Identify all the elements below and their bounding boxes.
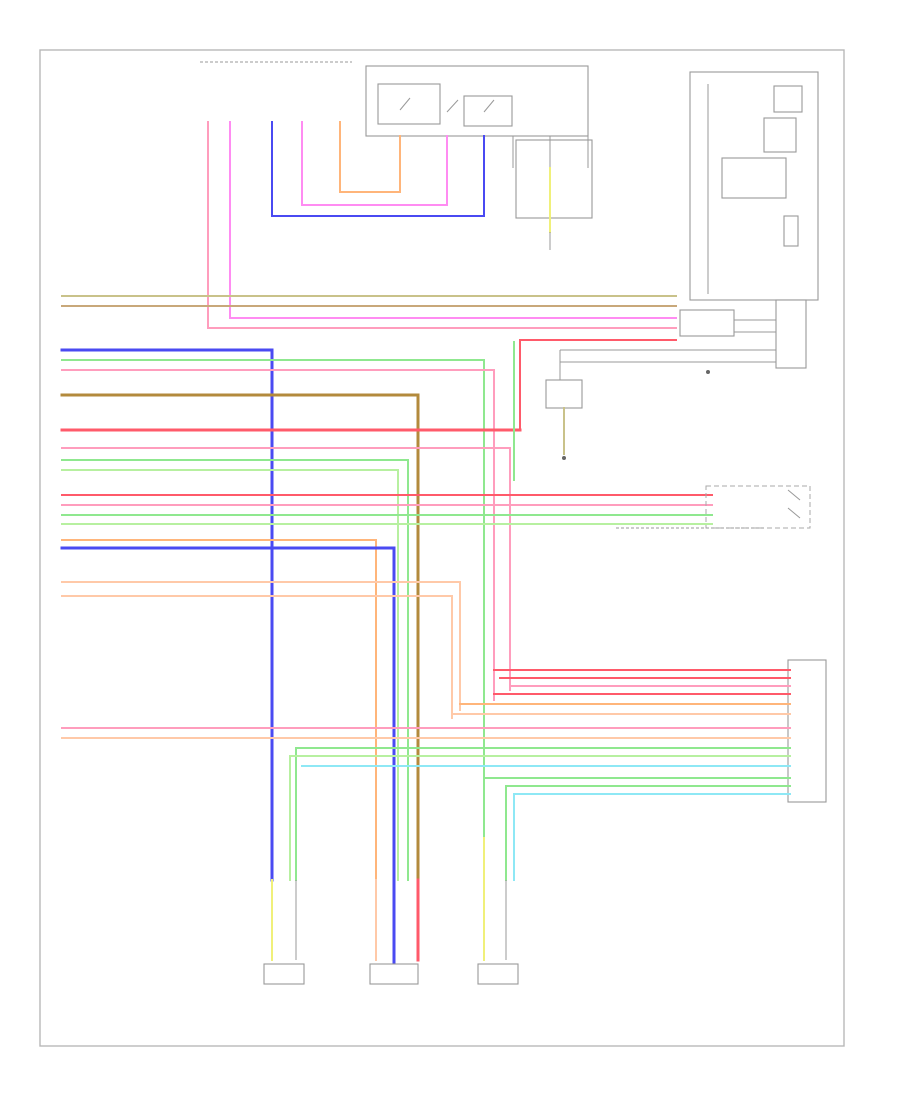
- diagram-frame: [39, 49, 845, 1047]
- ecm-wire-lightgreen-1: [289, 755, 791, 881]
- switch-blade-1: [787, 489, 801, 501]
- wire-brown-trunk: [60, 393, 420, 882]
- cu-inner-3: [721, 157, 787, 199]
- wire-blue-top-loop: [271, 121, 485, 217]
- switch-blade-2: [787, 507, 801, 519]
- switch-contact-1: [399, 97, 411, 111]
- sensor-right-body: [477, 963, 519, 985]
- rc-ground-dot: [706, 370, 710, 374]
- wire-pink-trunk: [61, 369, 495, 701]
- wire-pink-loop: [207, 121, 677, 329]
- connector-mid-box: [545, 379, 583, 409]
- wire-peach-1: [61, 581, 461, 711]
- switch-bank-outline: [705, 485, 811, 529]
- cu-inner-1: [773, 85, 803, 113]
- wire-lightgreen-2: [61, 469, 399, 881]
- cu-inner-4: [783, 215, 799, 247]
- sensor-left-body: [263, 963, 305, 985]
- relay-inner-right: [463, 95, 513, 127]
- ecm-wire-cyan-2: [513, 793, 791, 881]
- switch-contact-3: [483, 99, 495, 113]
- wire-magenta-top-loop: [301, 121, 448, 206]
- wire-magenta-loop: [229, 121, 677, 319]
- wire-green-trunk: [61, 359, 485, 839]
- wire-blue-2: [60, 546, 396, 970]
- ecm-wire-green-3: [505, 785, 791, 881]
- ecm-connector-box: [787, 659, 827, 803]
- wire-pink-2: [61, 447, 511, 691]
- cu-inner-2: [763, 117, 797, 153]
- switch-contact-2: [446, 99, 459, 113]
- right-module-box: [775, 299, 807, 369]
- ground-dot: [562, 456, 566, 460]
- wire-green-2: [61, 459, 409, 881]
- wire-orange-top-loop: [339, 121, 401, 193]
- wire-orange-trunk: [61, 539, 377, 881]
- fuse-block: [515, 139, 593, 219]
- sensor-center-body: [369, 963, 419, 985]
- wire-peach-2: [61, 595, 453, 719]
- relay-inner-left: [377, 83, 441, 125]
- wire-blue-trunk: [60, 348, 274, 882]
- ecm-wire-green-1: [295, 747, 791, 881]
- right-connector-box: [679, 309, 735, 337]
